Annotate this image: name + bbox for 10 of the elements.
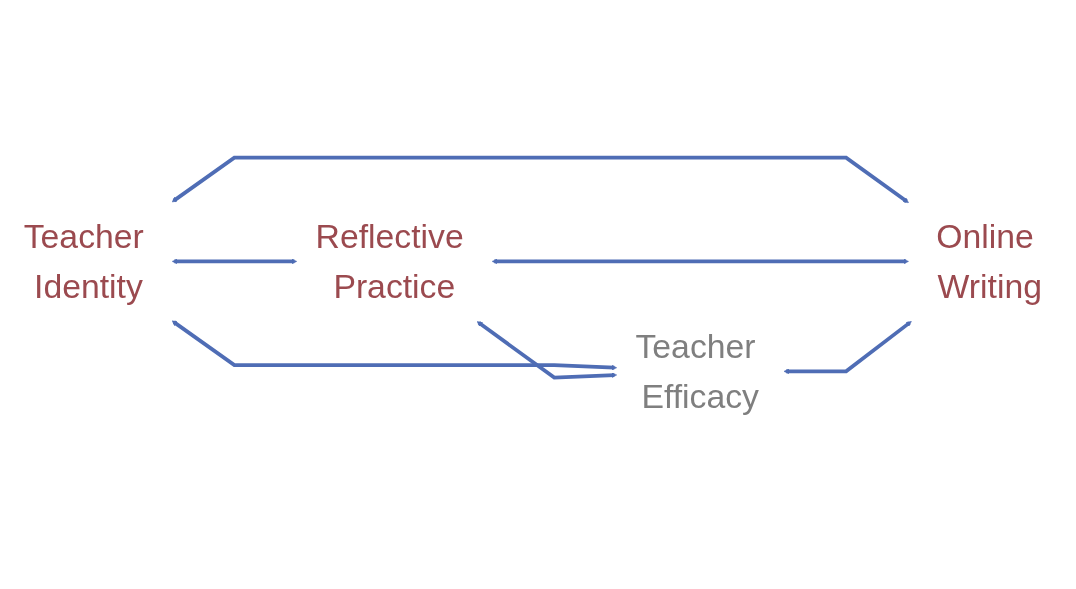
- node-text: Teacher Identity: [23, 217, 144, 306]
- arrow: [171, 258, 298, 265]
- arrow: [783, 321, 912, 375]
- node-text: Reflective Practice: [315, 217, 464, 306]
- node-text: Online Writing: [936, 217, 1042, 306]
- arrow: [171, 320, 617, 371]
- arrow: [476, 321, 617, 380]
- arrow: [171, 155, 909, 203]
- node-text: Teacher Efficacy: [635, 326, 759, 416]
- arrow: [491, 258, 909, 265]
